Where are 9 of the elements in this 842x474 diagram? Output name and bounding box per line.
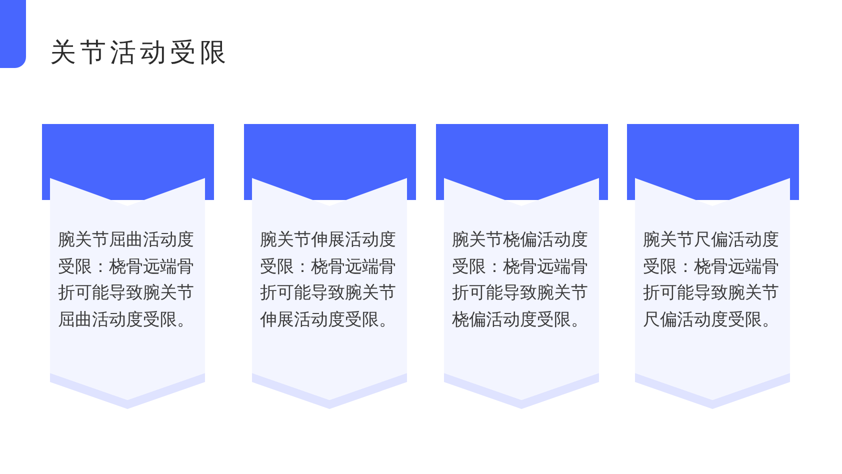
chevron-card — [635, 178, 790, 410]
chevron-card — [444, 178, 599, 410]
slide-title: 关节活动受限 — [50, 38, 230, 68]
card-text: 腕关节屈曲活动度受限：桡骨远端骨折可能导致腕关节屈曲活动度受限。 — [58, 229, 195, 332]
card-text: 腕关节尺偏活动度受限：桡骨远端骨折可能导致腕关节尺偏活动度受限。 — [643, 229, 780, 332]
card-text: 腕关节伸展活动度受限：桡骨远端骨折可能导致腕关节伸展活动度受限。 — [260, 229, 397, 332]
card-text: 腕关节桡偏活动度受限：桡骨远端骨折可能导致腕关节桡偏活动度受限。 — [452, 229, 589, 332]
chevron-card — [50, 178, 205, 410]
chevron-card — [252, 178, 407, 410]
